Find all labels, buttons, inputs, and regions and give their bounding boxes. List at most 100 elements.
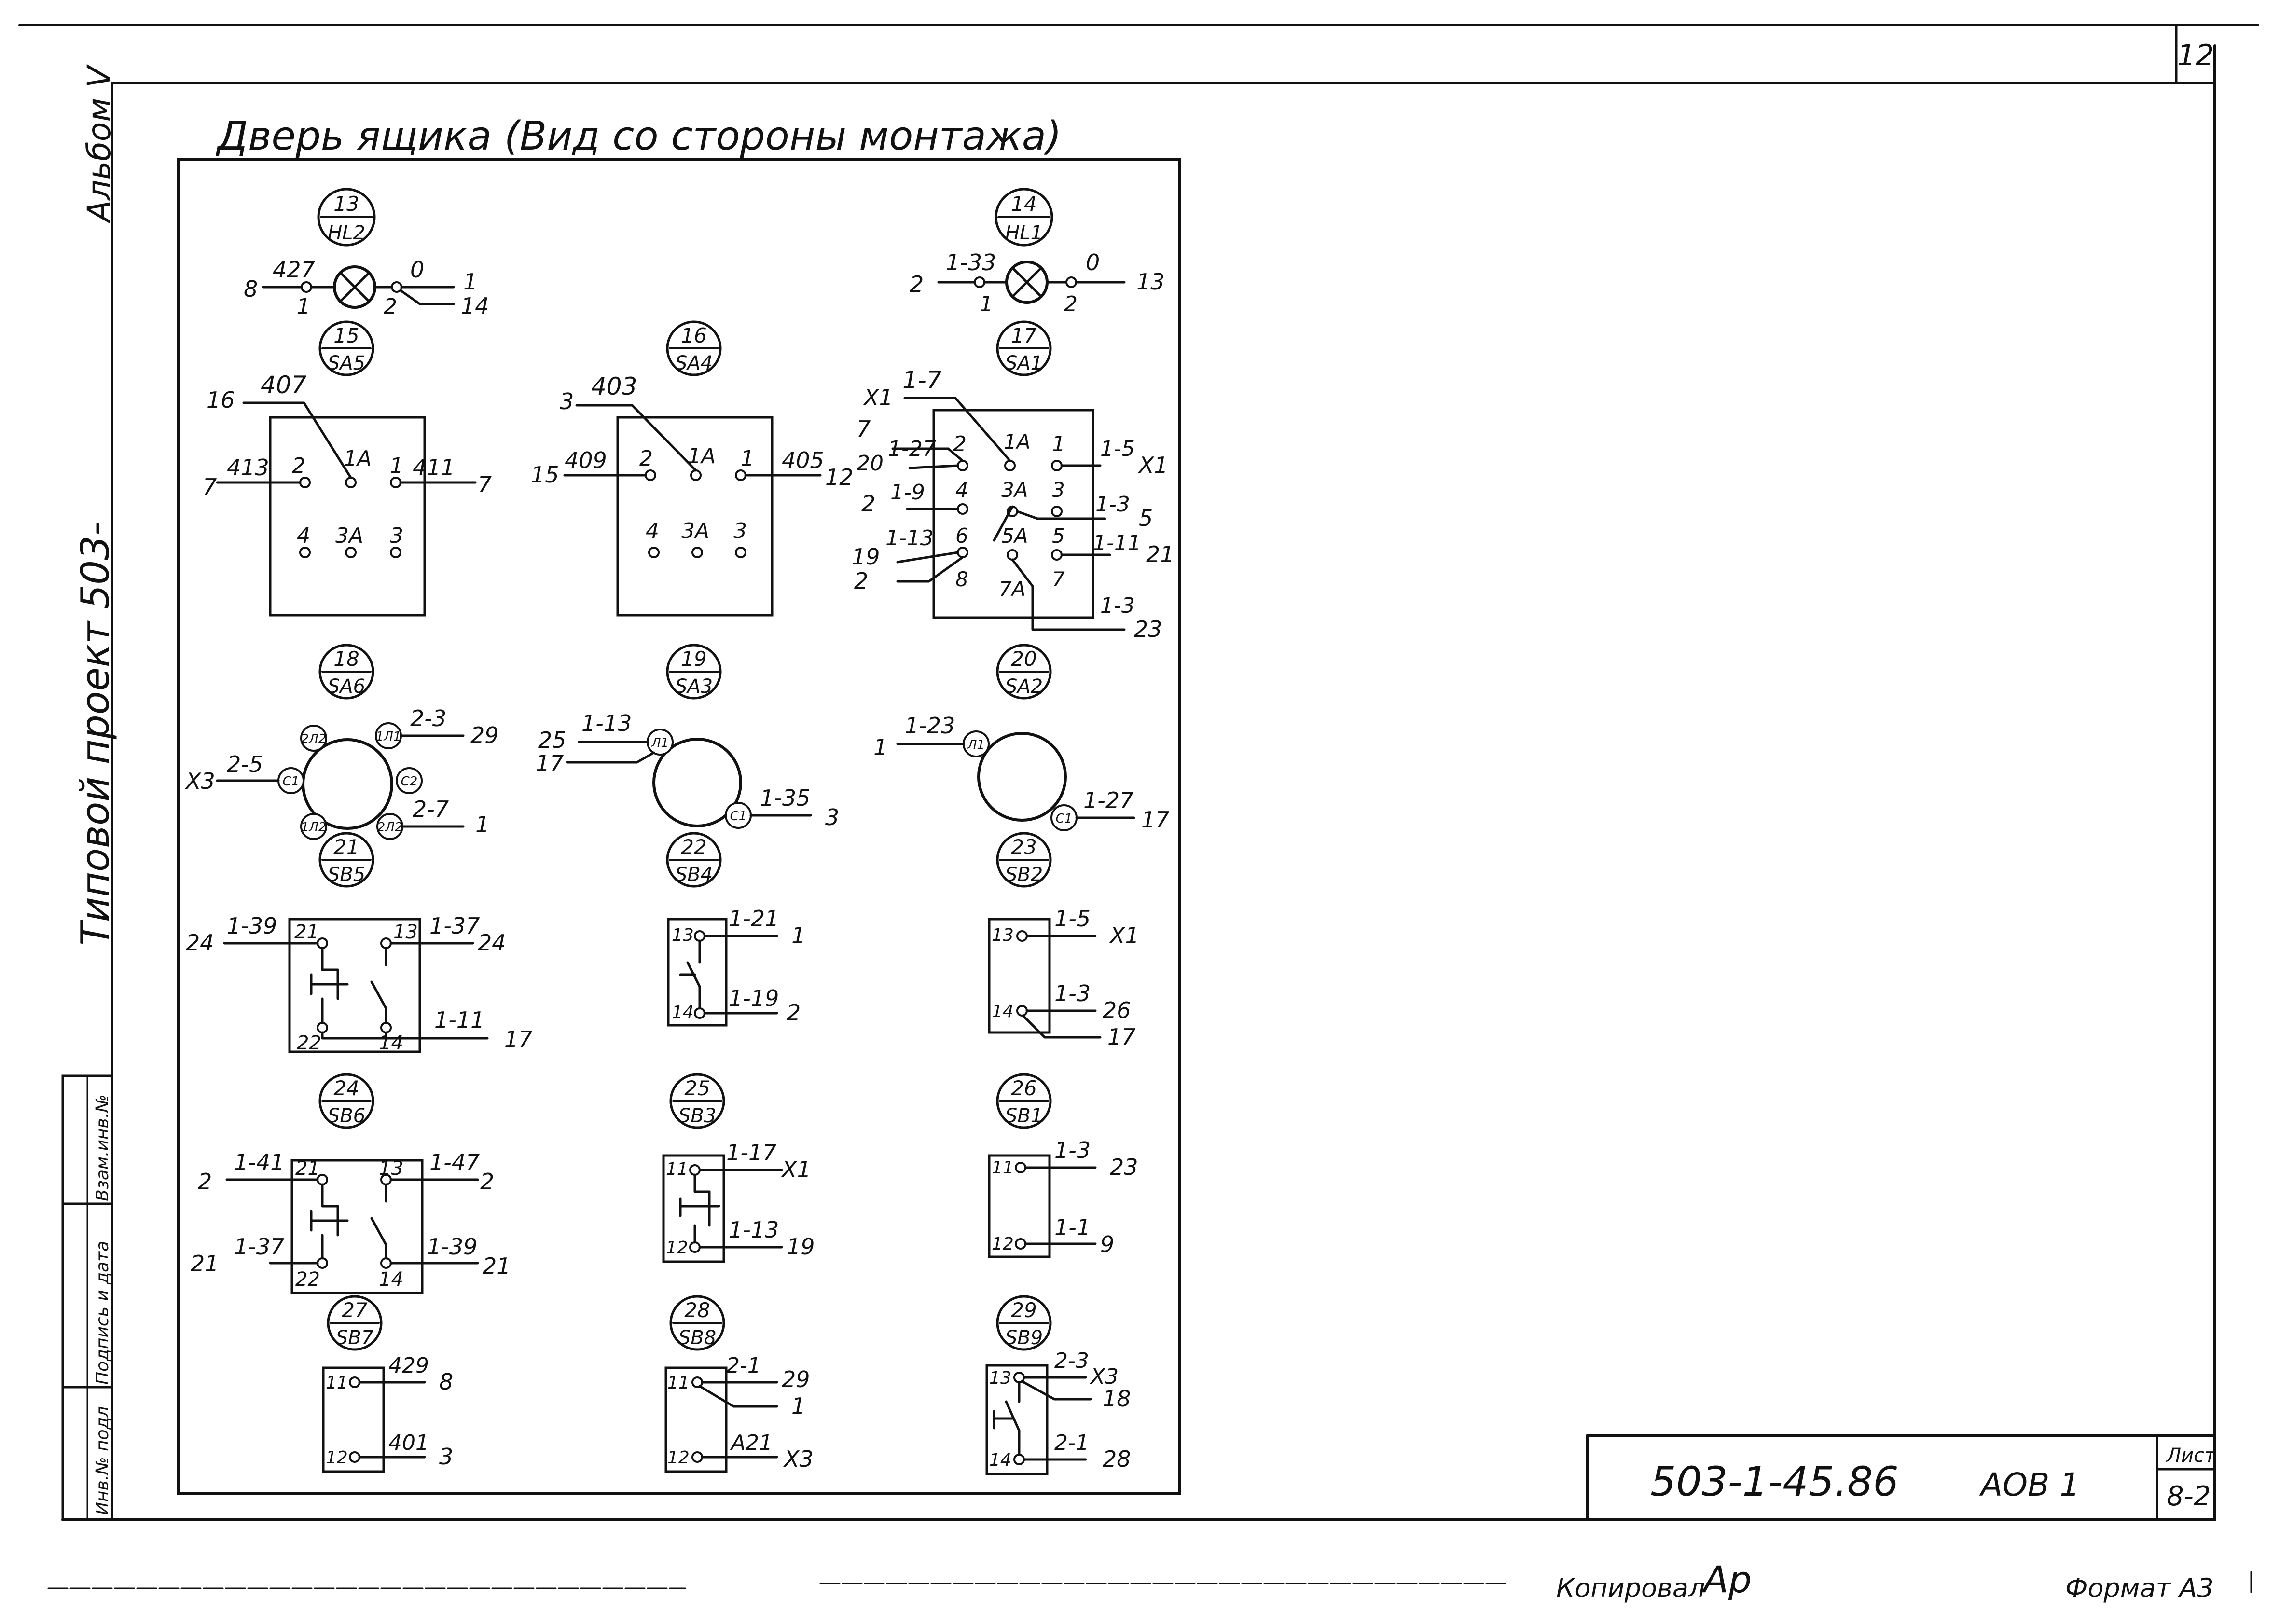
sb1-top-term: 11	[992, 1158, 1014, 1178]
sa4-top-wire: 3	[560, 388, 574, 414]
sa2-w1-label: 1-23	[905, 713, 955, 739]
sa4-contact-4: 4	[646, 519, 659, 543]
hl2-out-label: 0	[410, 257, 424, 283]
sb6-br-term: 14	[379, 1268, 403, 1291]
hl2-number: 13	[333, 192, 359, 216]
sb4-top-term: 13	[672, 925, 694, 945]
sa1-contact-1a: 1A	[1004, 430, 1030, 454]
sa3-w1-label: 1-13	[581, 710, 632, 736]
sa1-c7a-label: 1-3	[1100, 593, 1135, 618]
sb6-tr-term: 13	[379, 1157, 403, 1180]
button-sb3: 25 SB3 11 12 1-17 X1 1-13 19	[662, 1073, 815, 1263]
sb4-top-wire: 1	[791, 922, 805, 949]
sa6-term-1l2: 1Л2	[301, 820, 327, 835]
sb2-number: 23	[1011, 835, 1036, 859]
sa6-code: SA6	[328, 675, 365, 698]
sb7-top-term: 11	[326, 1373, 348, 1393]
sb7-number: 27	[342, 1298, 368, 1322]
sb5-br-term: 14	[379, 1032, 403, 1054]
sa6-w1-label: 2-3	[410, 705, 446, 731]
sb8-top-wire2: 1	[791, 1393, 805, 1419]
sb8-top-term: 11	[667, 1373, 690, 1393]
switch-sa4: 16 SA4 3 403 15 409 405 12 2 1A 1 4 3A 3	[531, 320, 854, 617]
stamp-signature-date: Подпись и дата	[93, 1241, 112, 1385]
page-number: 12	[2177, 39, 2214, 72]
lamp-hl2: 13 HL2 8 427 1 0 2 1 14	[244, 188, 489, 319]
sb7-bottom-wire: 3	[439, 1444, 453, 1470]
sb2-bottom-label: 1-3	[1054, 980, 1091, 1006]
sheet-mark: АОВ 1	[1979, 1466, 2080, 1503]
sa1-contact-2: 2	[953, 432, 967, 456]
sb9-top-wire: X3	[1090, 1364, 1119, 1389]
sa1-contact-5: 5	[1052, 524, 1065, 548]
button-sb4: 22 SB4 13 14 1-21 1 1-19 2	[666, 832, 805, 1027]
sb5-br-label: 1-11	[434, 1007, 484, 1033]
sb4-code: SB4	[675, 864, 713, 886]
sb9-top-label: 2-3	[1054, 1349, 1089, 1373]
sb6-br-label: 1-39	[427, 1234, 477, 1260]
sb5-tr-wire: 24	[478, 930, 506, 956]
project-label: Типовой проект 503-	[73, 522, 118, 946]
sa1-c6-wire2: 2	[854, 568, 868, 594]
sb6-tr-label: 1-47	[429, 1149, 480, 1175]
sb2-top-label: 1-5	[1054, 906, 1091, 932]
sa1-top-wire: X1	[863, 385, 893, 411]
sa4-contact-1: 1	[741, 446, 754, 471]
sa5-contact-3: 3	[390, 523, 403, 548]
lamp-hl1: 14 HL1 2 1-33 1 0 2 13	[910, 188, 1165, 317]
sa6-w3-wire: 1	[475, 812, 489, 838]
sa6-w2-wire: X3	[185, 768, 215, 794]
sa5-contact-1: 1	[390, 454, 403, 478]
sb2-top-term: 13	[992, 925, 1014, 945]
sb3-top-wire: X1	[781, 1156, 811, 1183]
sa2-term-l1: Л1	[967, 738, 985, 752]
rotary-sa3: 19 SA3 Л1 С1 25 1-13 17 1-35 3	[536, 644, 839, 830]
sa3-w1-wire2: 17	[536, 750, 564, 776]
hl1-term-1: 1	[980, 292, 993, 317]
sb6-code: SB6	[328, 1105, 365, 1127]
stamp-swap-inv: Взам.инв.№	[93, 1094, 112, 1201]
sb5-tl-term: 21	[294, 921, 319, 943]
sa5-right-wire: 7	[478, 471, 492, 497]
sb7-bottom-label: 401	[388, 1431, 429, 1455]
sb6-bl-wire: 21	[191, 1251, 219, 1277]
sa1-contact-3a: 3A	[1001, 478, 1028, 502]
sb6-tl-wire: 2	[198, 1169, 212, 1195]
sa2-code: SA2	[1005, 675, 1043, 698]
copied-by-signature: Ар	[1701, 1558, 1752, 1601]
sa1-contact-7a: 7A	[999, 577, 1025, 601]
sb5-number: 21	[333, 835, 359, 859]
hl1-term-2: 2	[1064, 292, 1078, 317]
sb8-bottom-term: 12	[667, 1448, 690, 1468]
sa6-term-c2: С2	[401, 774, 418, 789]
button-sb7: 27 SB7 11 12 429 8 401 3	[322, 1295, 453, 1473]
hl2-out-wire-1: 1	[463, 269, 477, 295]
sb3-bottom-wire: 19	[787, 1234, 815, 1260]
sb4-bottom-term: 14	[672, 1003, 694, 1022]
sa2-w2-label: 1-27	[1083, 787, 1133, 813]
door-panel	[177, 158, 1181, 1495]
sa5-contact-4: 4	[297, 523, 310, 548]
sa4-contact-3a: 3A	[681, 519, 709, 543]
sb2-bottom-wire2: 17	[1107, 1024, 1136, 1050]
button-sb6: 24 SB6 2 1-41 21 13 1-47 2 21 1-37 22 14…	[191, 1073, 511, 1294]
sa5-top-wire: 16	[207, 387, 235, 413]
sa1-c6-label: 1-13	[885, 526, 934, 551]
sa1-c7a-wire: 23	[1134, 616, 1162, 642]
drawing-title: Дверь ящика (Вид со стороны монтажа)	[216, 113, 1062, 159]
sa3-term-c1: С1	[730, 809, 747, 824]
sb5-code: SB5	[328, 864, 365, 886]
sb3-bottom-label: 1-13	[729, 1217, 779, 1243]
button-sb1: 26 SB1 11 12 1-3 23 1-1 9	[988, 1073, 1138, 1258]
sb4-number: 22	[681, 835, 706, 859]
hl1-in-wire: 2	[910, 271, 924, 297]
sb6-tl-label: 1-41	[234, 1149, 284, 1175]
stamp-inv-original: Инв.№ подл	[93, 1406, 112, 1515]
sa1-c2-wire2: 20	[857, 451, 884, 476]
left-margin: Альбом V Типовой проект 503- Взам.инв.№ …	[61, 64, 118, 1521]
sa3-w2-wire: 3	[825, 804, 839, 830]
title-block: 503-1-45.86 АОВ 1 Лист 8-2	[1586, 1434, 2216, 1521]
sa4-contact-1a: 1A	[688, 444, 716, 468]
hl2-term-1: 1	[297, 294, 310, 319]
